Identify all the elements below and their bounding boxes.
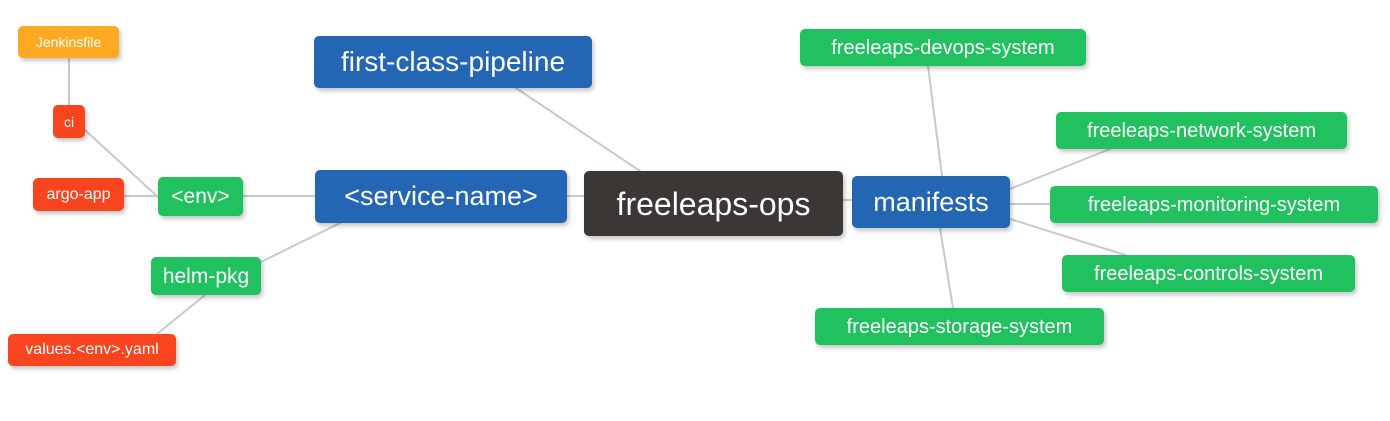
mindmap-node-first-class-pipeline[interactable]: first-class-pipeline [314,36,592,88]
mindmap-node-service-name[interactable]: <service-name> [315,170,567,223]
edge-first-class-pipeline-to-freeleaps-ops [515,87,641,172]
edge-manifests-to-freeleaps-storage-system [939,227,954,309]
mindmap-node-ci[interactable]: ci [53,105,85,138]
edge-helm-pkg-to-service-name [260,222,341,263]
mindmap-node-argo-app[interactable]: argo-app [33,178,124,211]
mindmap-node-jenkinsfile[interactable]: Jenkinsfile [18,26,119,58]
edge-manifests-to-freeleaps-network-system [1009,148,1111,190]
mindmap-node-values-yaml[interactable]: values.<env>.yaml [8,334,176,366]
mindmap-node-env[interactable]: <env> [158,177,243,216]
edge-manifests-to-freeleaps-controls-system [1009,218,1126,256]
mindmap-node-helm-pkg[interactable]: helm-pkg [151,257,261,295]
mindmap-node-freeleaps-devops-system[interactable]: freeleaps-devops-system [800,29,1086,66]
mindmap-node-freeleaps-network-system[interactable]: freeleaps-network-system [1056,112,1347,149]
edge-values-yaml-to-helm-pkg [156,294,206,335]
mindmap-node-freeleaps-controls-system[interactable]: freeleaps-controls-system [1062,255,1355,292]
edge-freeleaps-devops-system-to-manifests [927,65,943,177]
mindmap-node-freeleaps-monitoring-system[interactable]: freeleaps-monitoring-system [1050,186,1378,223]
mindmap-node-manifests[interactable]: manifests [852,176,1010,228]
mindmap-node-freeleaps-ops[interactable]: freeleaps-ops [584,171,843,236]
mindmap-node-freeleaps-storage-system[interactable]: freeleaps-storage-system [815,308,1104,345]
